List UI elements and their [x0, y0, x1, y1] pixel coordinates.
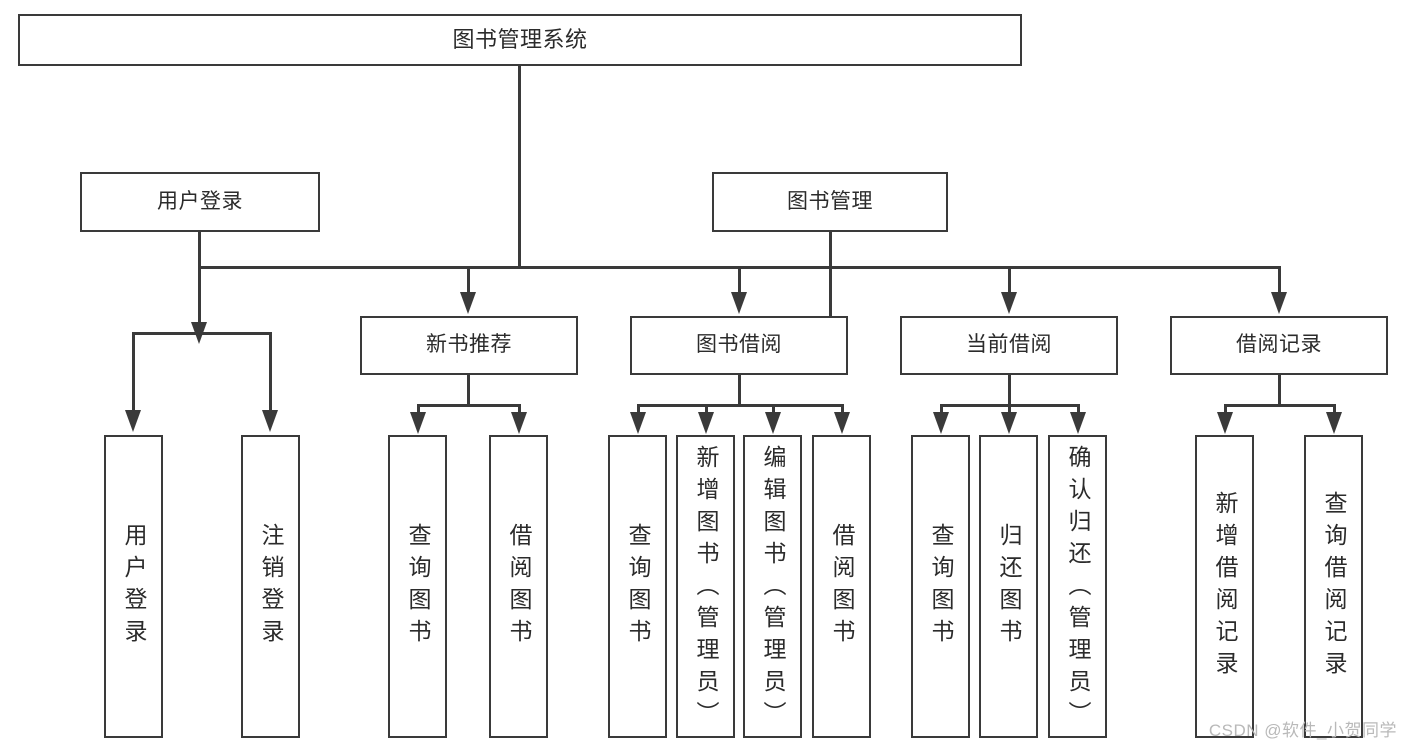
connector-current-borrow-stem	[1008, 375, 1011, 407]
leaf-query-book-nbr[interactable]: 查询图书	[388, 435, 447, 738]
leaf-label: 新增图书（管理员）	[693, 445, 719, 733]
connector-borrow-record-bus	[1224, 404, 1336, 407]
connector-drop-leaf-user-login	[132, 332, 135, 414]
connector-drop-borrow-record	[1278, 266, 1281, 294]
arrow-new-book-rec	[460, 292, 476, 314]
node-label: 图书管理系统	[452, 27, 588, 53]
node-borrow-record[interactable]: 借阅记录	[1170, 316, 1388, 375]
node-label: 当前借阅	[966, 333, 1052, 357]
node-book-borrow[interactable]: 图书借阅	[630, 316, 848, 375]
connector-book-manage-stem	[829, 232, 832, 268]
node-book-management-system[interactable]: 图书管理系统	[18, 14, 1022, 66]
connector-drop-book-manage	[829, 266, 832, 326]
node-current-borrow[interactable]: 当前借阅	[900, 316, 1118, 375]
connector-drop-new-book-rec	[467, 266, 470, 294]
leaf-confirm-return-admin[interactable]: 确认归还（管理员）	[1048, 435, 1107, 738]
connector-drop-book-borrow	[738, 266, 741, 294]
leaf-label: 新增借阅记录	[1212, 490, 1238, 683]
connector-borrow-record-stem	[1278, 375, 1281, 407]
arrow-leaf-user-login	[125, 410, 141, 432]
connector-new-book-rec-stem	[467, 375, 470, 407]
arrow-cb-1	[933, 412, 949, 434]
connector-drop-br-1	[1224, 404, 1227, 416]
leaf-query-book-bb[interactable]: 查询图书	[608, 435, 667, 738]
node-book-management[interactable]: 图书管理	[712, 172, 948, 232]
arrow-nbr-1	[410, 412, 426, 434]
leaf-label: 查询图书	[405, 522, 431, 651]
leaf-label: 查询图书	[928, 522, 954, 651]
arrow-bb-1	[630, 412, 646, 434]
leaf-logout[interactable]: 注销登录	[241, 435, 300, 738]
leaf-label: 编辑图书（管理员）	[760, 445, 786, 733]
arrow-br-1	[1217, 412, 1233, 434]
node-label: 图书管理	[787, 189, 873, 213]
arrow-leaf-logout	[262, 410, 278, 432]
connector-drop-br-2	[1333, 404, 1336, 416]
connector-book-borrow-bus	[637, 404, 844, 407]
node-new-book-recommend[interactable]: 新书推荐	[360, 316, 578, 375]
leaf-label: 归还图书	[996, 522, 1022, 651]
leaf-return-book[interactable]: 归还图书	[979, 435, 1038, 738]
arrow-bb-3	[765, 412, 781, 434]
leaf-user-login[interactable]: 用户登录	[104, 435, 163, 738]
arrow-current-borrow	[1001, 292, 1017, 314]
connector-drop-cb-3	[1077, 404, 1080, 416]
arrow-bb-4	[834, 412, 850, 434]
connector-drop-nbr-1	[417, 404, 420, 416]
connector-drop-cb-1	[940, 404, 943, 416]
leaf-borrow-book-nbr[interactable]: 借阅图书	[489, 435, 548, 738]
leaf-query-book-cb[interactable]: 查询图书	[911, 435, 970, 738]
csdn-watermark: CSDN @软件_小贺同学	[1208, 721, 1397, 740]
node-user-login[interactable]: 用户登录	[80, 172, 320, 232]
arrow-borrow-record	[1271, 292, 1287, 314]
connector-drop-cb-2	[1008, 404, 1011, 416]
leaf-add-borrow-record[interactable]: 新增借阅记录	[1195, 435, 1254, 738]
connector-drop-current-borrow	[1008, 266, 1011, 294]
connector-book-borrow-stem	[738, 375, 741, 407]
leaf-query-borrow-record[interactable]: 查询借阅记录	[1304, 435, 1363, 738]
leaf-edit-book-admin[interactable]: 编辑图书（管理员）	[743, 435, 802, 738]
leaf-label: 注销登录	[258, 522, 284, 651]
connector-level3-bus	[467, 266, 1279, 269]
arrow-br-2	[1326, 412, 1342, 434]
connector-drop-bb-4	[841, 404, 844, 416]
connector-drop-bb-3	[772, 404, 775, 416]
connector-user-login-bus	[132, 332, 272, 335]
connector-new-book-rec-bus	[417, 404, 521, 407]
leaf-label: 查询图书	[625, 522, 651, 651]
arrow-nbr-2	[511, 412, 527, 434]
arrow-cb-2	[1001, 412, 1017, 434]
arrow-cb-3	[1070, 412, 1086, 434]
leaf-borrow-book-bb[interactable]: 借阅图书	[812, 435, 871, 738]
arrow-book-borrow	[731, 292, 747, 314]
leaf-label: 确认归还（管理员）	[1065, 445, 1091, 733]
connector-root-stem	[518, 66, 521, 268]
node-label: 用户登录	[157, 189, 243, 213]
connector-drop-nbr-2	[518, 404, 521, 416]
connector-drop-bb-1	[637, 404, 640, 416]
connector-drop-leaf-logout	[269, 332, 272, 414]
connector-drop-bb-2	[705, 404, 708, 416]
leaf-label: 用户登录	[121, 522, 147, 651]
arrow-bb-2	[698, 412, 714, 434]
leaf-add-book-admin[interactable]: 新增图书（管理员）	[676, 435, 735, 738]
leaf-label: 借阅图书	[506, 522, 532, 651]
node-label: 图书借阅	[696, 333, 782, 357]
leaf-label: 查询借阅记录	[1321, 490, 1347, 683]
node-label: 借阅记录	[1236, 333, 1322, 357]
leaf-label: 借阅图书	[829, 522, 855, 651]
node-label: 新书推荐	[426, 333, 512, 357]
connector-user-login-stem	[198, 232, 201, 335]
